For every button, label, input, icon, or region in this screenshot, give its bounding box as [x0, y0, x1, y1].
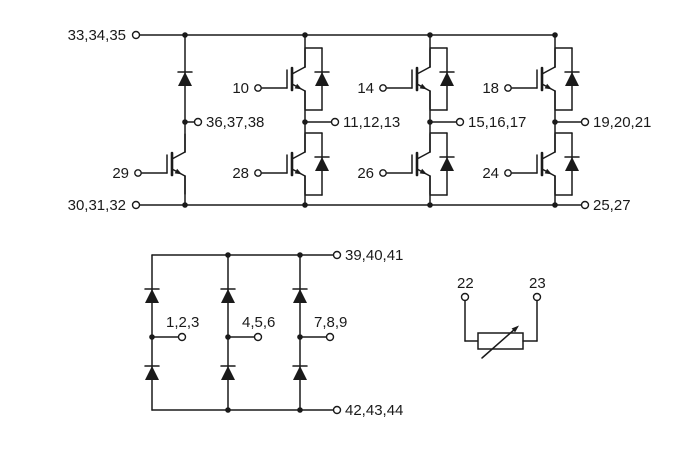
- freewheel-diode-icon: [564, 71, 580, 87]
- dc-plus-label: 33,34,35: [68, 27, 126, 44]
- rectifier-minus-label: 42,43,44: [345, 402, 403, 419]
- gate-label-24: 24: [482, 165, 499, 182]
- brake-leg: 36,37,38 29: [112, 32, 264, 208]
- dc-plus-terminal: [131, 30, 141, 40]
- rectifier-leg-1: 1,2,3: [144, 254, 199, 411]
- gate-label-10: 10: [232, 80, 249, 97]
- inverter-leg-3: 18 24 19,20,21: [482, 32, 651, 208]
- freewheel-diode-icon: [314, 71, 330, 87]
- dc-minus-terminal: [131, 200, 141, 210]
- gate-label-26: 26: [357, 165, 374, 182]
- freewheel-diode-icon: [439, 156, 455, 172]
- phase-out-terminal-3: [580, 117, 590, 127]
- thermistor-section: 22 23: [457, 275, 546, 359]
- gate-label-14: 14: [357, 80, 374, 97]
- dc-minus-label: 30,31,32: [68, 197, 126, 214]
- freewheel-diode-icon: [564, 156, 580, 172]
- inverter-section: 33,34,35 30,31,32 25,27 36,37,38 29: [68, 27, 652, 214]
- gate-terminal-28: [254, 169, 262, 177]
- phase-out-label-2: 15,16,17: [468, 114, 526, 131]
- inverter-leg-2: 14 26 15,16,17: [357, 32, 526, 208]
- thermistor-label-22: 22: [457, 275, 474, 292]
- ac-terminal-1: [177, 332, 187, 342]
- rectifier-leg-2: 4,5,6: [220, 254, 275, 411]
- freewheel-diode-icon: [439, 71, 455, 87]
- thermistor-terminal-22: [460, 292, 470, 302]
- gate-terminal-10: [254, 84, 262, 92]
- rectifier-plus-terminal: [332, 250, 342, 260]
- brake-mid-label: 36,37,38: [206, 114, 264, 131]
- gate-label-29: 29: [112, 165, 129, 182]
- phase-out-terminal-2: [455, 117, 465, 127]
- phase-out-terminal-1: [330, 117, 340, 127]
- rectifier-diode-icon: [292, 288, 308, 304]
- igbt-26-icon: [385, 132, 432, 196]
- thermistor-arrow-line: [481, 328, 516, 359]
- rectifier-leg-3: 7,8,9: [292, 254, 347, 411]
- igbt-24-icon: [510, 132, 557, 196]
- rectifier-minus-terminal: [332, 405, 342, 415]
- igbt-14-icon: [385, 47, 432, 111]
- dc-minus-rail: 30,31,32 25,27: [68, 197, 631, 214]
- igbt-10-icon: [260, 47, 307, 111]
- phase-out-label-1: 11,12,13: [343, 114, 400, 131]
- brake-mid-terminal: [193, 117, 203, 127]
- dc-plus-rail: 33,34,35: [68, 27, 556, 44]
- rectifier-diode-icon: [220, 365, 236, 381]
- gate-label-28: 28: [232, 165, 249, 182]
- rectifier-plus-label: 39,40,41: [345, 247, 403, 264]
- gate-terminal-14: [379, 84, 387, 92]
- ac-label-1: 1,2,3: [166, 314, 199, 331]
- freewheel-diode-icon: [314, 156, 330, 172]
- rectifier-section: 39,40,41 42,43,44 1,2,3: [144, 247, 403, 419]
- gate-terminal-18: [504, 84, 512, 92]
- rectifier-diode-icon: [292, 365, 308, 381]
- out-minus-terminal: [580, 200, 590, 210]
- rectifier-diode-icon: [144, 365, 160, 381]
- thermistor-terminal-23: [532, 292, 542, 302]
- igbt-29-icon: [140, 132, 187, 196]
- ac-terminal-2: [253, 332, 263, 342]
- rectifier-dc-minus-rail: 42,43,44: [151, 402, 403, 419]
- brake-diode-icon: [177, 71, 193, 87]
- igbt-18-icon: [510, 47, 557, 111]
- thermistor-arrow-head: [511, 325, 519, 333]
- rectifier-diode-icon: [144, 288, 160, 304]
- gate-terminal-29: [134, 169, 142, 177]
- gate-label-18: 18: [482, 80, 499, 97]
- ac-label-3: 7,8,9: [314, 314, 347, 331]
- rectifier-dc-plus-rail: 39,40,41: [151, 247, 403, 264]
- phase-out-label-3: 19,20,21: [593, 114, 651, 131]
- out-minus-label: 25,27: [593, 197, 631, 214]
- rectifier-diode-icon: [220, 288, 236, 304]
- thermistor-label-23: 23: [529, 275, 546, 292]
- inverter-leg-1: 10 28 11,12,13: [232, 32, 400, 208]
- ac-label-2: 4,5,6: [242, 314, 275, 331]
- igbt-28-icon: [260, 132, 307, 196]
- gate-terminal-24: [504, 169, 512, 177]
- ac-terminal-3: [325, 332, 335, 342]
- gate-terminal-26: [379, 169, 387, 177]
